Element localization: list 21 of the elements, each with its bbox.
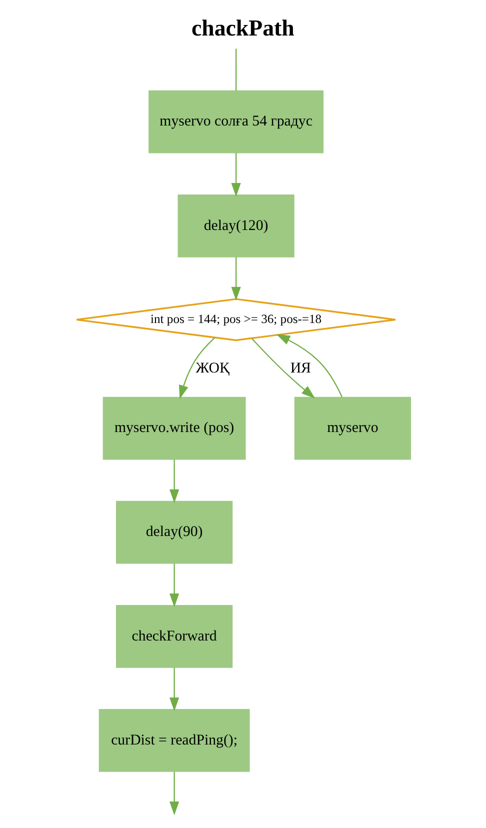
- arrow: [178, 337, 215, 400]
- edge-label: ЖОҚ: [195, 360, 229, 377]
- edge-label: ИЯ: [290, 360, 310, 377]
- arrow: [251, 338, 315, 398]
- arrow: [169, 459, 179, 504]
- diagram-title: chackPath: [190, 15, 294, 40]
- node-box: checkForward: [115, 604, 232, 668]
- arrow: [169, 563, 179, 608]
- node-box: myservo.write (pos): [102, 396, 246, 460]
- node-box: myservo солға 54 градус: [148, 90, 324, 154]
- node-box: delay(90): [115, 500, 232, 564]
- node-box: curDist = readPing();: [98, 709, 250, 772]
- arrow: [169, 772, 179, 816]
- arrow: [230, 152, 240, 197]
- node-box: myservo: [294, 396, 410, 460]
- arrow: [230, 257, 240, 301]
- arrow: [276, 334, 342, 398]
- node-diamond: int pos = 144; pos >= 36; pos-=18: [75, 298, 396, 342]
- arrow: [169, 668, 179, 712]
- node-box: delay(120): [177, 194, 294, 258]
- connector: [234, 48, 236, 91]
